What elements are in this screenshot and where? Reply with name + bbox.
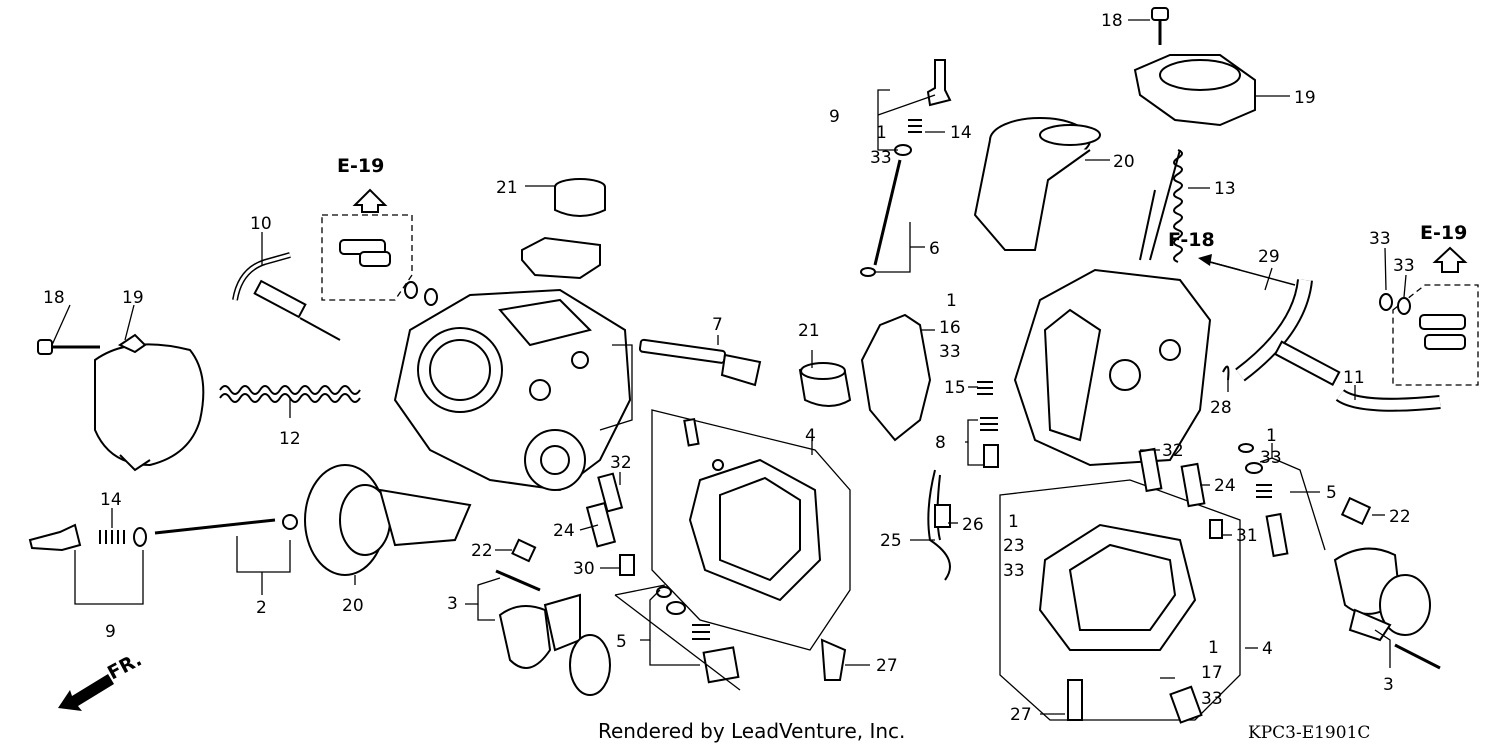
label-12: 12 xyxy=(279,429,301,449)
label-14-right: 14 xyxy=(950,123,972,143)
label-4-right: 4 xyxy=(1262,639,1273,659)
label-16: 16 xyxy=(939,318,961,338)
label-33-e19-a: 33 xyxy=(1369,229,1391,249)
label-14: 14 xyxy=(100,490,122,510)
left-choke-valve xyxy=(232,252,341,341)
label-24: 24 xyxy=(553,521,575,541)
label-33-e19-b: 33 xyxy=(1393,256,1415,276)
right-vacuum-piston xyxy=(973,117,1101,251)
label-29: 29 xyxy=(1258,247,1280,267)
label-26: 26 xyxy=(962,515,984,535)
label-1-bottom: 1 xyxy=(1208,638,1219,658)
left-side-cover xyxy=(94,333,205,472)
credit-text: Rendered by LeadVenture, Inc. xyxy=(598,719,905,743)
middle-gasket xyxy=(860,313,932,442)
right-cover-bolt xyxy=(1151,7,1169,45)
left-small-parts xyxy=(495,472,740,696)
drawing-code: KPC3-E1901C xyxy=(1248,723,1370,743)
label-32-right: 32 xyxy=(1162,441,1184,461)
label-21-middle: 21 xyxy=(798,321,820,341)
label-20-right: 20 xyxy=(1113,152,1135,172)
label-28: 28 xyxy=(1210,398,1232,418)
label-21: 21 xyxy=(496,178,518,198)
label-24-right: 24 xyxy=(1214,476,1236,496)
label-23: 23 xyxy=(1003,536,1025,556)
right-small-clip xyxy=(1222,365,1230,381)
label-25: 25 xyxy=(880,531,902,551)
right-jet-needle xyxy=(860,59,952,277)
label-4: 4 xyxy=(805,426,816,446)
right-small-parts xyxy=(1138,443,1441,670)
label-1-right-top: 1 xyxy=(876,123,887,143)
label-18-right: 18 xyxy=(1101,11,1123,31)
middle-holder-sleeve xyxy=(798,362,852,407)
left-cover-bolt xyxy=(37,339,100,355)
ref-f18: F-18 xyxy=(1168,229,1215,251)
label-1-float: 1 xyxy=(1008,512,1019,532)
label-11: 11 xyxy=(1343,368,1365,388)
label-1-right-side: 1 xyxy=(1266,426,1277,446)
ref-e19-left: E-19 xyxy=(337,155,384,177)
label-33-bottom: 33 xyxy=(1201,689,1223,709)
right-e19-part xyxy=(1379,246,1479,386)
left-jet-needle-holder xyxy=(521,178,606,280)
left-carburetor-body xyxy=(393,288,632,492)
label-6: 6 xyxy=(929,239,940,259)
label-8: 8 xyxy=(935,433,946,453)
label-19-right: 19 xyxy=(1294,88,1316,108)
label-33-right-top: 33 xyxy=(870,148,892,168)
left-e19-part xyxy=(321,188,438,306)
front-direction-arrow xyxy=(58,674,114,711)
label-10: 10 xyxy=(250,214,272,234)
right-choke-valve xyxy=(1273,340,1441,412)
left-jet-needle xyxy=(28,514,298,552)
label-33-middle: 33 xyxy=(939,342,961,362)
left-vacuum-piston xyxy=(304,464,472,576)
leader-lines xyxy=(51,19,1407,715)
label-3: 3 xyxy=(447,594,458,614)
label-33-right-side: 33 xyxy=(1260,448,1282,468)
label-15: 15 xyxy=(944,378,966,398)
label-17: 17 xyxy=(1201,663,1223,683)
f18-arrow xyxy=(1198,254,1241,271)
label-32: 32 xyxy=(610,453,632,473)
label-18: 18 xyxy=(43,288,65,308)
label-13: 13 xyxy=(1214,179,1236,199)
label-5: 5 xyxy=(616,632,627,652)
left-float-chamber xyxy=(651,409,851,681)
label-9: 9 xyxy=(105,622,116,642)
label-2: 2 xyxy=(256,598,267,618)
label-9-right: 9 xyxy=(829,107,840,127)
label-22: 22 xyxy=(471,541,493,561)
right-top-cover xyxy=(1133,54,1256,127)
middle-springs xyxy=(977,381,999,468)
middle-screw xyxy=(934,504,951,528)
right-float-chamber xyxy=(999,479,1241,724)
part-labels: 18 19 10 12 14 9 2 20 21 7 22 3 32 24 30… xyxy=(43,11,1415,725)
right-diaphragm-spring xyxy=(1139,149,1183,263)
label-31: 31 xyxy=(1236,526,1258,546)
label-27-right: 27 xyxy=(1010,705,1032,725)
label-5-right: 5 xyxy=(1326,483,1337,503)
label-7: 7 xyxy=(712,315,723,335)
label-30: 30 xyxy=(573,559,595,579)
left-pilot-screw xyxy=(638,338,762,387)
label-19: 19 xyxy=(122,288,144,308)
label-20: 20 xyxy=(342,596,364,616)
right-carburetor-body xyxy=(1013,268,1212,467)
label-27: 27 xyxy=(876,656,898,676)
ref-e19-right: E-19 xyxy=(1420,222,1467,244)
label-33-float: 33 xyxy=(1003,561,1025,581)
label-1-middle: 1 xyxy=(946,291,957,311)
label-22-right: 22 xyxy=(1389,507,1411,527)
label-3-right: 3 xyxy=(1383,675,1394,695)
